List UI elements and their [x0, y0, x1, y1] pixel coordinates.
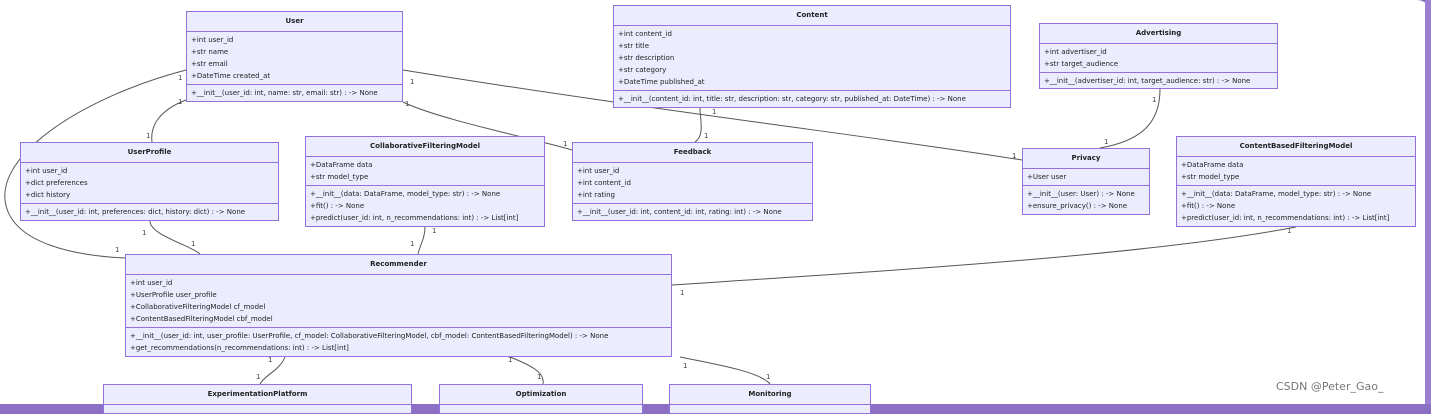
method: +__init__(user: User) : -> None — [1027, 190, 1135, 198]
attribute: +int rating — [577, 191, 615, 199]
class-name: User — [187, 12, 402, 32]
attribute: +dict preferences — [25, 179, 88, 187]
attribute: +UserProfile user_profile — [130, 291, 217, 299]
class-experimentation: ExperimentationPlatform — [103, 384, 412, 414]
class-name: Advertising — [1040, 24, 1277, 44]
attributes-section: +int user_id +UserProfile user_profile +Co… — [126, 275, 671, 328]
attribute: +int advertiser_id — [1044, 48, 1107, 56]
class-name: Recommender — [126, 255, 671, 275]
attribute: +int user_id — [577, 167, 620, 175]
method: +ensure_privacy() : -> None — [1027, 202, 1128, 210]
methods-section: +__init__(user_id: int, preferences: dic… — [21, 204, 278, 220]
attributes-section: +User user — [1023, 169, 1149, 186]
attribute: +str title — [618, 42, 650, 50]
method: +__init__(user_id: int, preferences: dic… — [25, 208, 246, 216]
attributes-section: +int user_id +int content_id +int rating — [573, 163, 812, 204]
attribute: +DataFrame data — [1181, 161, 1244, 169]
class-cbf: ContentBasedFilteringModel+DataFrame dat… — [1176, 136, 1416, 227]
class-name: Optimization — [440, 385, 642, 405]
attribute: +int user_id — [25, 167, 68, 175]
class-name: ContentBasedFilteringModel — [1177, 137, 1415, 157]
attribute: +str email — [191, 60, 228, 68]
attribute: +int user_id — [191, 36, 234, 44]
class-feedback: Feedback+int user_id+int content_id+int … — [572, 142, 813, 221]
methods-section: +__init__(user_id: int, name: str, email… — [187, 85, 402, 101]
class-content: Content +int content_id +str title +str des… — [613, 5, 1011, 108]
attribute: +CollaborativeFilteringModel cf_model — [130, 303, 266, 311]
method: +__init__(user_id: int, name: str, email… — [191, 89, 378, 97]
method: +predict(user_id: int, n_recommendations… — [310, 214, 519, 222]
method: +predict(user_id: int, n_recommendations… — [1181, 214, 1390, 222]
class-cf: CollaborativeFilteringModel+DataFrame da… — [305, 136, 545, 227]
class-userprofile: UserProfile +int user_id +dict preferences… — [20, 142, 279, 221]
attributes-section: +int user_id +dict preferences +dict histo… — [21, 163, 278, 204]
class-user: User +int user_id +str name +str email +Date… — [186, 11, 403, 102]
attributes-section: +DataFrame data +str model_type — [1177, 157, 1415, 186]
methods-section: +__init__(content_id: int, title: str, d… — [614, 91, 1010, 107]
methods-section: +__init__(user: User) : -> None +ensure_p… — [1023, 186, 1149, 214]
class-name: Monitoring — [670, 385, 870, 405]
method: +__init__(content_id: int, title: str, d… — [618, 95, 966, 103]
attribute: +int user_id — [130, 279, 173, 287]
attribute: +dict history — [25, 191, 71, 199]
methods-section: +__init__(user_id: int, content_id: int,… — [573, 204, 812, 220]
class-privacy: Privacy +User user +__init__(user: User) :… — [1022, 148, 1150, 215]
method: +__init__(data: DataFrame, model_type: s… — [310, 190, 501, 198]
attribute: +DataFrame data — [310, 161, 373, 169]
method: +__init__(user_id: int, content_id: int,… — [577, 208, 782, 216]
attribute: +str category — [618, 66, 667, 74]
attribute: +DateTime created_at — [191, 72, 271, 80]
class-optimization: Optimization — [439, 384, 643, 414]
attributes-section: +int content_id +str title +str descriptio… — [614, 26, 1010, 91]
attributes-section: +int advertiser_id +str target_audience — [1040, 44, 1277, 73]
class-name: Privacy — [1023, 149, 1149, 169]
method: +__init__(user_id: int, user_profile: Us… — [130, 332, 609, 340]
watermark: CSDN @Peter_Gao_ — [1276, 380, 1384, 393]
methods-section: +__init__(data: DataFrame, model_type: s… — [1177, 186, 1415, 226]
class-name: Feedback — [573, 143, 812, 163]
attribute: +str model_type — [310, 173, 369, 181]
attribute: +User user — [1027, 173, 1067, 181]
window-edge — [1425, 0, 1431, 404]
method: +fit() : -> None — [1181, 202, 1236, 210]
method: +__init__(data: DataFrame, model_type: s… — [1181, 190, 1372, 198]
method: +fit() : -> None — [310, 202, 365, 210]
methods-section: +__init__(user_id: int, user_profile: Us… — [126, 328, 671, 356]
attributes-section: +DataFrame data +str model_type — [306, 157, 544, 186]
attribute: +str description — [618, 54, 675, 62]
class-advertising: Advertising +int advertiser_id +str target… — [1039, 23, 1278, 89]
attributes-section: +int user_id +str name +str email +DateTime… — [187, 32, 402, 85]
method: +get_recommendations(n_recommendations: … — [130, 344, 349, 352]
attribute: +str name — [191, 48, 229, 56]
methods-section: +__init__(advertiser_id: int, target_aud… — [1040, 73, 1277, 89]
class-name: UserProfile — [21, 143, 278, 163]
attribute: +int content_id — [618, 30, 672, 38]
attribute: +DateTime published_at — [618, 78, 705, 86]
class-name: Content — [614, 6, 1010, 26]
class-recommender: Recommender +int user_id +UserProfile user… — [125, 254, 672, 357]
method: +__init__(advertiser_id: int, target_aud… — [1044, 77, 1251, 85]
class-monitoring: Monitoring — [669, 384, 871, 414]
class-name: CollaborativeFilteringModel — [306, 137, 544, 157]
methods-section: +__init__(data: DataFrame, model_type: s… — [306, 186, 544, 226]
attribute: +str model_type — [1181, 173, 1240, 181]
attribute: +str target_audience — [1044, 60, 1119, 68]
class-name: ExperimentationPlatform — [104, 385, 411, 405]
attribute: +int content_id — [577, 179, 631, 187]
attribute: +ContentBasedFilteringModel cbf_model — [130, 315, 273, 323]
